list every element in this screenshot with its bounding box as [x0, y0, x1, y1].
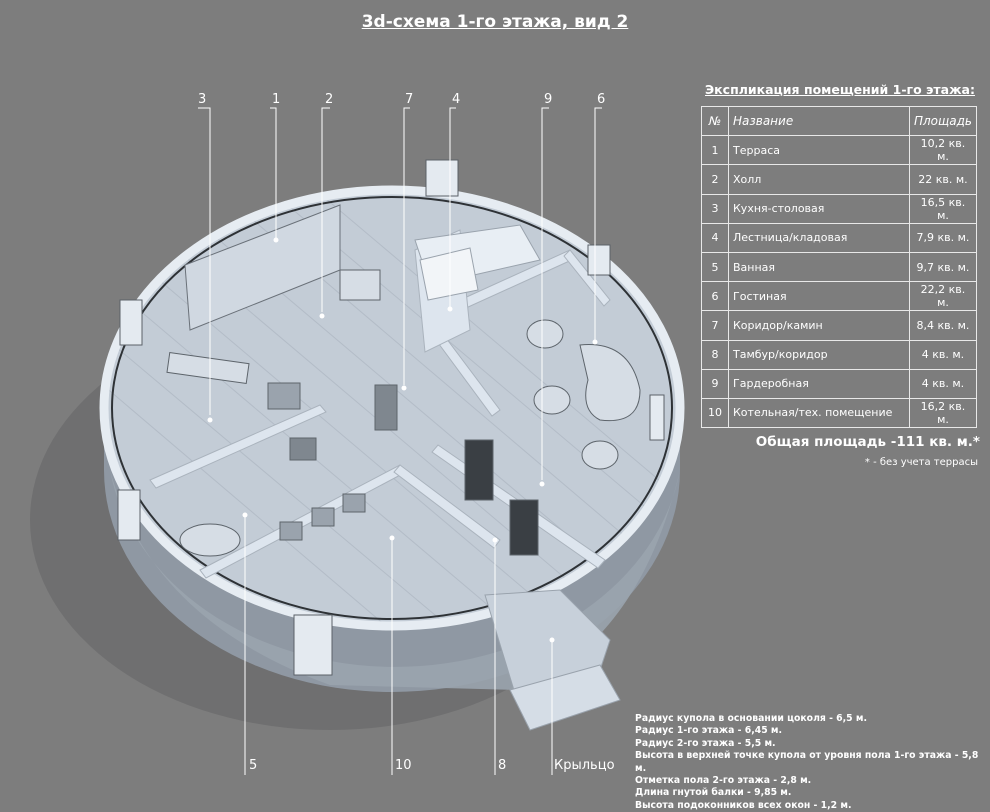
row-name: Терраса	[728, 135, 910, 166]
row-area: 16,5 кв. м.	[908, 193, 978, 224]
callout-3: 3	[198, 92, 207, 107]
parameter-line: Радиус купола в основании цоколя - 6,5 м…	[635, 713, 868, 724]
leader-lines	[198, 107, 602, 775]
parameter-line: Радиус 1-го этажа - 6,45 м.	[635, 725, 783, 737]
callout-6: 6	[597, 92, 606, 107]
back-glazing	[184, 204, 341, 331]
row-name: Котельная/тех. помещение	[728, 397, 910, 429]
row-area: 8,4 кв. м.	[908, 310, 978, 341]
parameter-line: Длина гнутой балки - 9,85 м.	[635, 787, 792, 799]
row-area: 16,2 кв. м.	[908, 397, 978, 429]
header-name: Название	[728, 105, 910, 137]
row-name: Лестница/кладовая	[728, 222, 910, 253]
row-number: 8	[701, 339, 729, 370]
row-area: 10,2 кв. м.	[908, 135, 978, 166]
row-number: 6	[701, 281, 729, 312]
row-number: 3	[701, 193, 729, 224]
callout-9: 9	[544, 92, 553, 107]
row-name: Холл	[728, 164, 910, 195]
table-header-row: № Название Площадь	[701, 105, 978, 137]
porch-steps	[484, 589, 621, 731]
callout-2: 2	[325, 92, 334, 107]
row-number: 2	[701, 164, 729, 195]
page-title: 3d-схема 1-го этажа, вид 2	[361, 12, 629, 32]
parameter-line: Отметка пола 2-го этажа - 2,8 м.	[635, 775, 812, 787]
callout-1: 1	[272, 92, 281, 107]
row-area: 9,7 кв. м.	[908, 251, 978, 283]
callout-5: 5	[249, 758, 258, 773]
staircase	[414, 224, 541, 301]
furniture	[166, 269, 641, 557]
row-name: Ванная	[728, 251, 910, 283]
row-name: Гардеробная	[728, 368, 910, 399]
parameter-line: Высота в верхней точке купола от уровня …	[635, 750, 979, 774]
row-number: 10	[701, 397, 729, 429]
total-note: * - без учета террасы	[864, 457, 978, 468]
row-area: 4 кв. м.	[908, 368, 978, 399]
explication-title: Экспликация помещений 1-го этажа:	[705, 82, 975, 97]
row-name: Тамбур/коридор	[728, 339, 910, 370]
row-area: 22,2 кв. м.	[908, 281, 978, 312]
callout-4: 4	[452, 92, 461, 107]
leader-dots	[207, 237, 598, 643]
total-area: Общая площадь -111 кв. м.*	[755, 434, 980, 450]
row-area: 22 кв. м.	[908, 164, 978, 195]
row-name: Коридор/камин	[728, 310, 910, 341]
callout-porch: Крыльцо	[554, 758, 615, 773]
parameter-line: Радиус 2-го этажа - 5,5 м.	[635, 737, 776, 749]
rim-windows	[117, 159, 665, 676]
row-area: 4 кв. м.	[908, 339, 978, 370]
parameters-list: Радиус купола в основании цоколя - 6,5 м…	[635, 713, 990, 812]
header-area: Площадь	[908, 105, 978, 137]
row-name: Кухня-столовая	[728, 193, 910, 224]
callout-8: 8	[498, 758, 507, 773]
callout-10: 10	[395, 758, 412, 773]
row-area: 7,9 кв. м.	[908, 222, 978, 253]
row-name: Гостиная	[728, 281, 910, 312]
row-number: 4	[701, 222, 729, 253]
callout-7: 7	[405, 92, 414, 107]
parameter-line: Высота подоконников всех окон - 1,2 м.	[635, 799, 852, 811]
row-number: 5	[701, 251, 729, 283]
row-number: 7	[701, 310, 729, 341]
row-number: 9	[701, 368, 729, 399]
header-number: №	[701, 105, 729, 137]
row-number: 1	[701, 135, 729, 166]
